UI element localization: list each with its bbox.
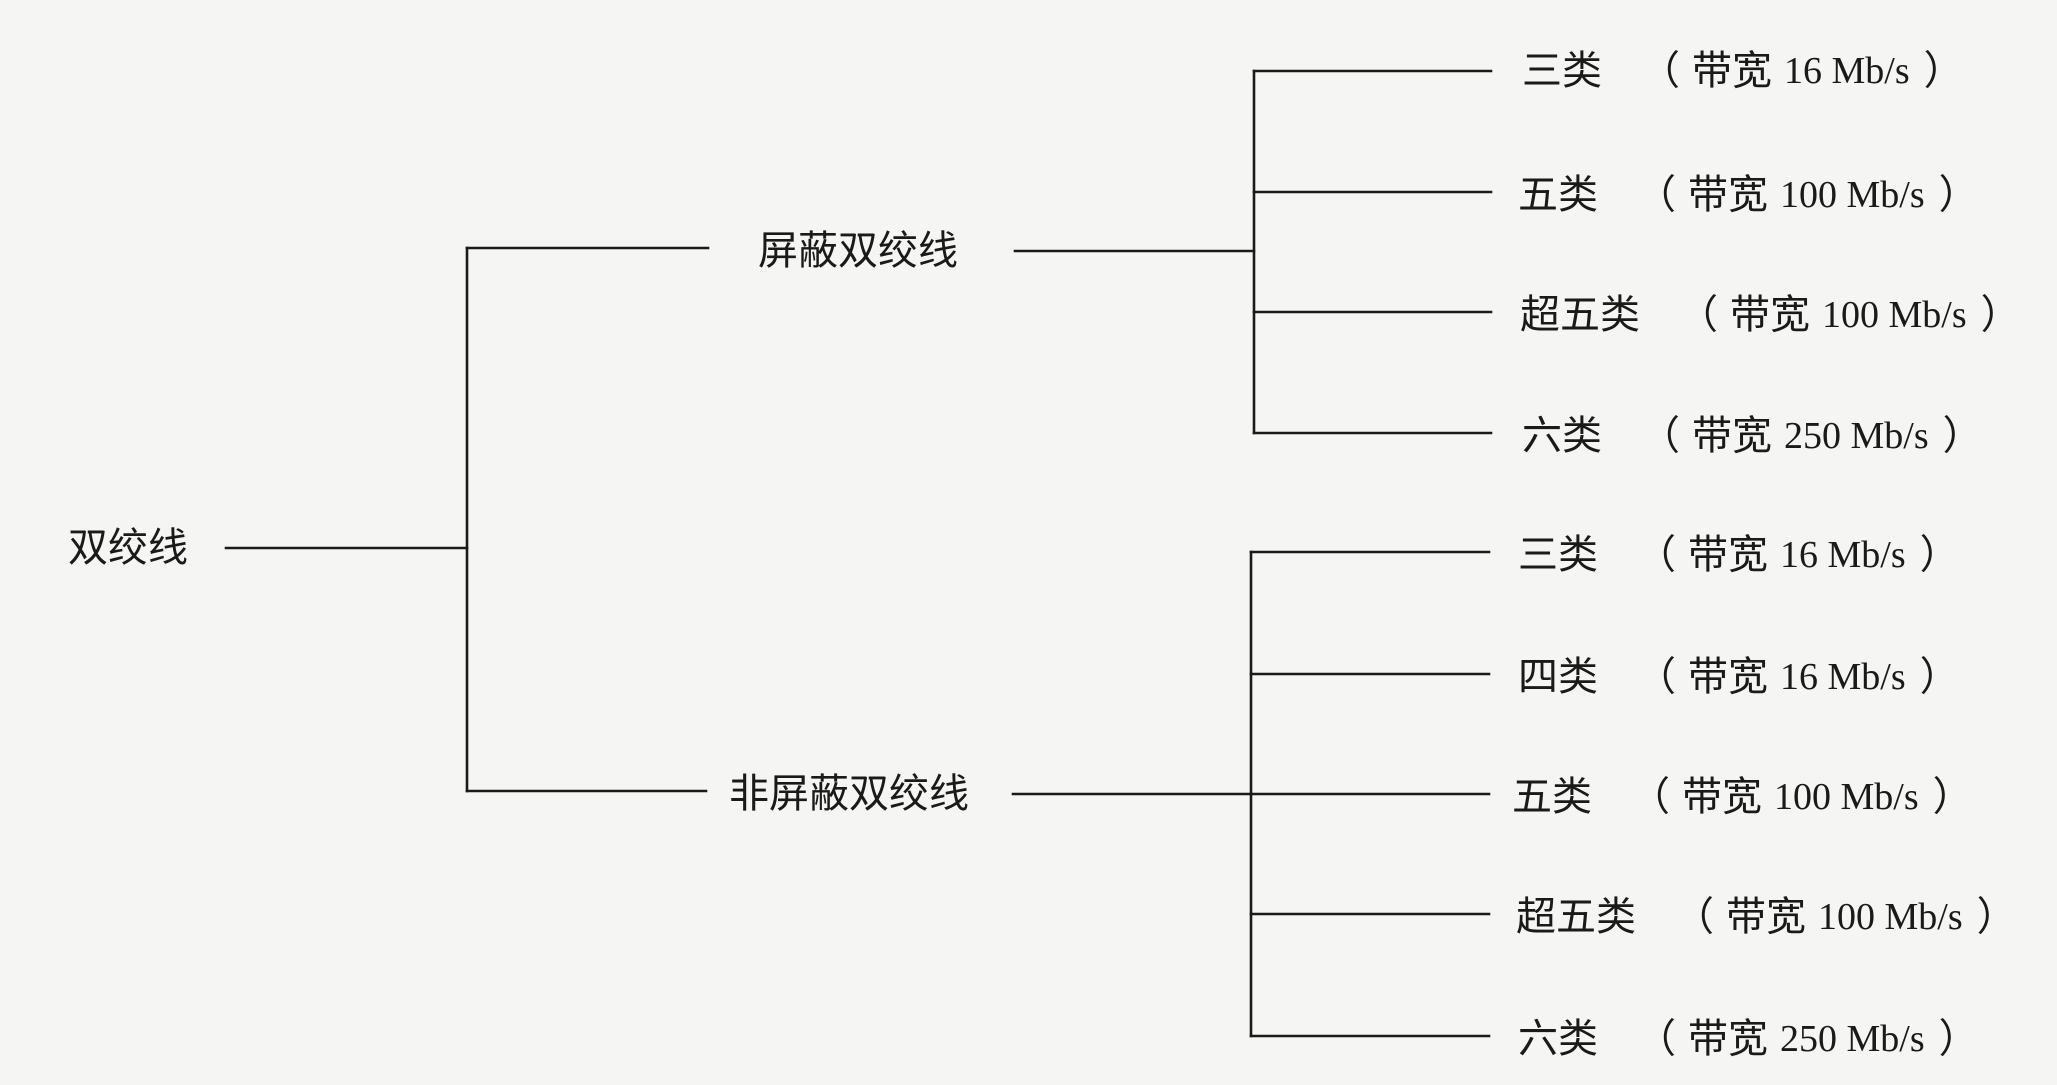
bandwidth-word: 带宽 (1688, 654, 1768, 700)
shielded-leaf-node: 五类 （ 带宽 100 Mb/s ） (1518, 175, 1979, 215)
bandwidth-word: 带宽 (1688, 532, 1768, 578)
open-paren: （ (1636, 1016, 1676, 1062)
open-paren: （ (1636, 654, 1676, 700)
category-name: 超五类 (1520, 292, 1640, 338)
bandwidth-word: 带宽 (1688, 172, 1768, 218)
bandwidth-value: 16 Mb/s (1780, 534, 1906, 576)
close-paren: ） (1919, 532, 1960, 578)
unshielded-leaf-node: 五类 （ 带宽 100 Mb/s ） (1512, 777, 1973, 817)
branch-shielded-label: 屏蔽双绞线 (758, 228, 958, 274)
category-name: 三类 (1522, 48, 1602, 94)
bandwidth-word: 带宽 (1730, 292, 1810, 338)
unshielded-leaf-node: 六类 （ 带宽 250 Mb/s ） (1518, 1019, 1979, 1059)
bandwidth-value: 250 Mb/s (1780, 1018, 1925, 1060)
close-paren: ） (1942, 413, 1983, 459)
bandwidth-value: 16 Mb/s (1784, 50, 1910, 92)
close-paren: ） (1919, 654, 1960, 700)
shielded-leaf-node: 超五类 （ 带宽 100 Mb/s ） (1520, 295, 2021, 335)
bandwidth-word: 带宽 (1692, 48, 1772, 94)
open-paren: （ (1630, 774, 1670, 820)
category-name: 四类 (1518, 654, 1598, 700)
bandwidth-value: 100 Mb/s (1780, 174, 1925, 216)
close-paren: ） (1932, 774, 1973, 820)
bandwidth-value: 100 Mb/s (1822, 294, 1967, 336)
category-name: 五类 (1518, 172, 1598, 218)
category-name: 六类 (1518, 1016, 1598, 1062)
bandwidth-value: 100 Mb/s (1774, 776, 1919, 818)
bandwidth-value: 100 Mb/s (1818, 896, 1963, 938)
bandwidth-word: 带宽 (1688, 1016, 1768, 1062)
unshielded-leaf-node: 三类 （ 带宽 16 Mb/s ） (1518, 535, 1960, 575)
shielded-leaf-node: 六类 （ 带宽 250 Mb/s ） (1522, 416, 1983, 456)
close-paren: ） (1923, 48, 1964, 94)
open-paren: （ (1636, 532, 1676, 578)
bandwidth-word: 带宽 (1726, 894, 1806, 940)
open-paren: （ (1640, 413, 1680, 459)
open-paren: （ (1640, 48, 1680, 94)
unshielded-leaf-node: 超五类 （ 带宽 100 Mb/s ） (1516, 897, 2017, 937)
category-name: 三类 (1518, 532, 1598, 578)
bandwidth-value: 250 Mb/s (1784, 415, 1929, 457)
bandwidth-word: 带宽 (1692, 413, 1772, 459)
bandwidth-word: 带宽 (1682, 774, 1762, 820)
category-name: 五类 (1512, 774, 1592, 820)
branch-unshielded-label: 非屏蔽双绞线 (729, 771, 969, 817)
open-paren: （ (1636, 172, 1676, 218)
open-paren: （ (1678, 292, 1718, 338)
open-paren: （ (1674, 894, 1714, 940)
category-name: 超五类 (1516, 894, 1636, 940)
unshielded-leaf-node: 四类 （ 带宽 16 Mb/s ） (1518, 657, 1960, 697)
category-name: 六类 (1522, 413, 1602, 459)
root-node-label: 双绞线 (68, 525, 188, 571)
close-paren: ） (1980, 292, 2021, 338)
close-paren: ） (1938, 1016, 1979, 1062)
close-paren: ） (1938, 172, 1979, 218)
bandwidth-value: 16 Mb/s (1780, 656, 1906, 698)
close-paren: ） (1976, 894, 2017, 940)
shielded-leaf-node: 三类 （ 带宽 16 Mb/s ） (1522, 51, 1964, 91)
